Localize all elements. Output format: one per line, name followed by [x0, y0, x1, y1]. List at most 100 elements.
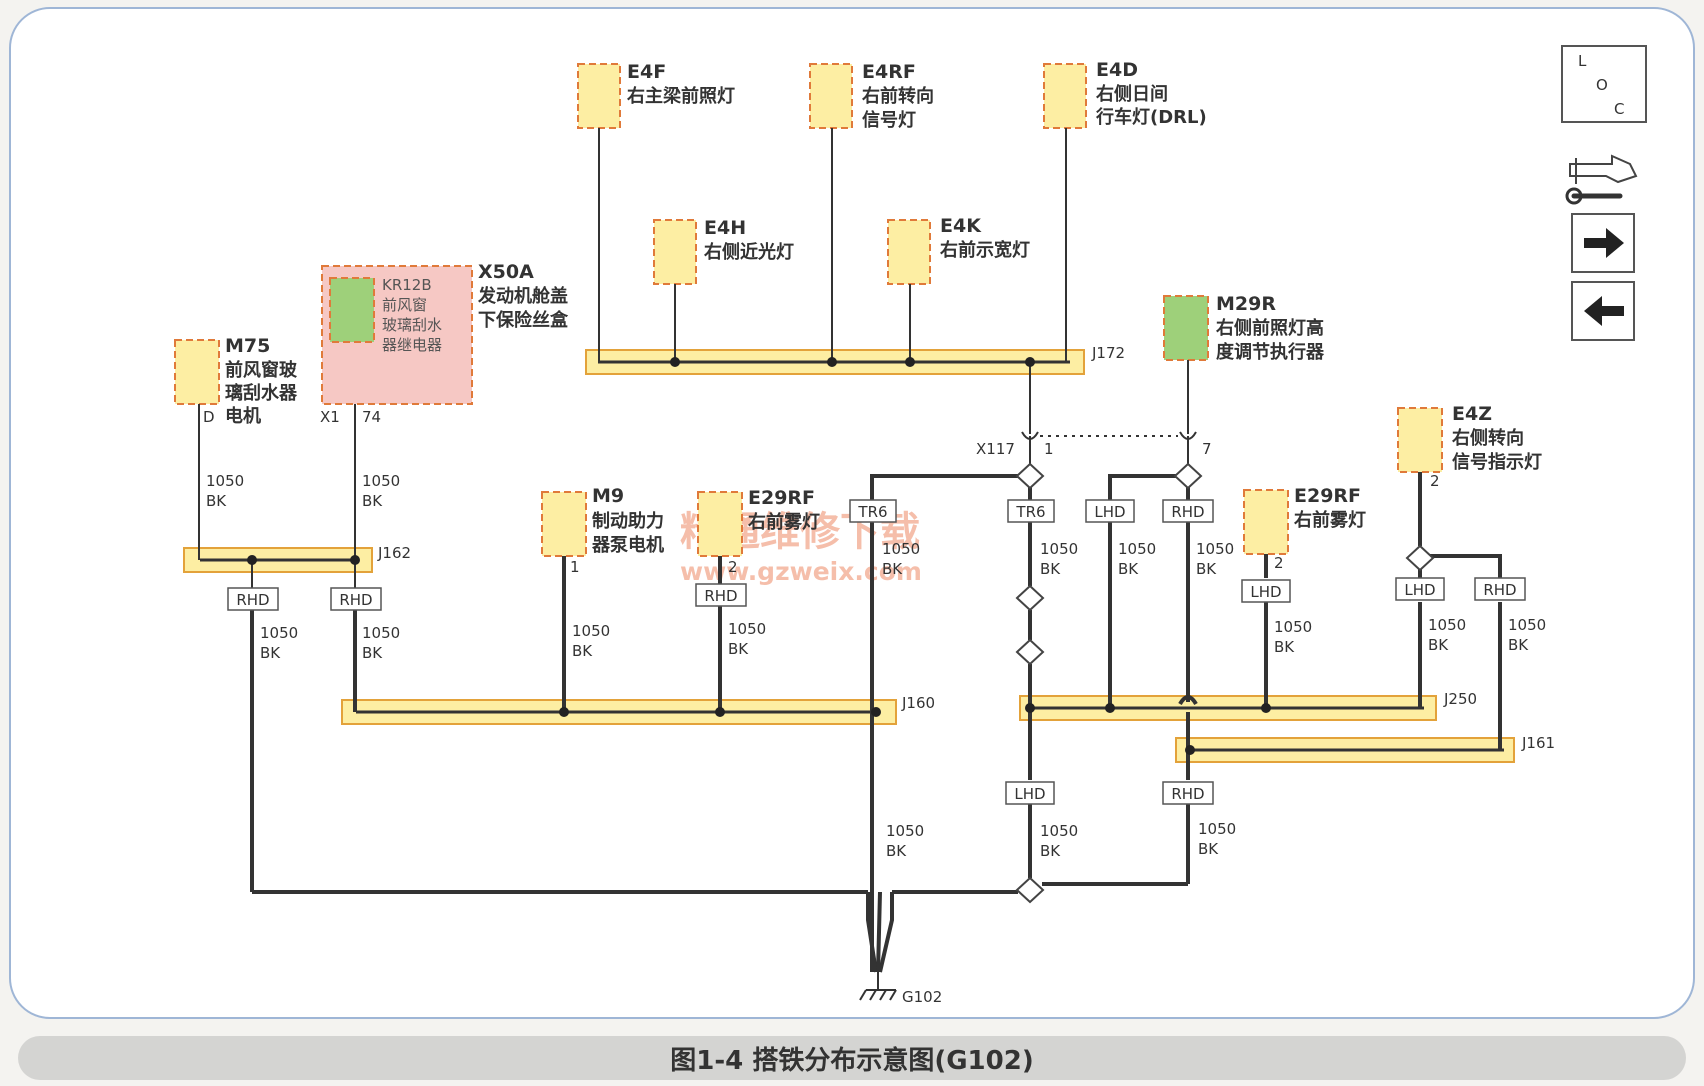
- svg-text:E4RF: E4RF: [862, 61, 916, 83]
- svg-text:BK: BK: [1274, 638, 1295, 656]
- splice-j161: J161: [1175, 734, 1555, 763]
- svg-text:信号灯: 信号灯: [862, 109, 916, 131]
- svg-text:BK: BK: [886, 842, 907, 860]
- tag-tr6-2: TR6: [1007, 499, 1055, 523]
- splice-j160: J160: [341, 694, 935, 725]
- component-e29rf-b: E29RF 右前雾灯 2: [1243, 485, 1366, 572]
- splice-j250: J250: [1019, 690, 1477, 721]
- figure-caption: 图1-4 搭铁分布示意图(G102): [670, 1046, 1034, 1076]
- svg-text:右侧日间: 右侧日间: [1096, 83, 1168, 105]
- component-e4k: E4K 右前示宽灯: [887, 215, 1030, 285]
- component-m29r: M29R 右侧前照灯高 度调节执行器: [1163, 293, 1325, 363]
- svg-text:右主梁前照灯: 右主梁前照灯: [627, 85, 735, 107]
- component-m9: M9 制动助力 器泵电机 1: [541, 485, 664, 576]
- svg-text:右前示宽灯: 右前示宽灯: [940, 239, 1030, 261]
- arrow-left-icon[interactable]: [1571, 281, 1635, 341]
- svg-text:1050: 1050: [728, 620, 766, 638]
- svg-text:制动助力: 制动助力: [592, 510, 664, 532]
- svg-text:BK: BK: [1508, 636, 1529, 654]
- svg-text:1050: 1050: [1040, 822, 1078, 840]
- svg-text:器泵电机: 器泵电机: [591, 534, 664, 556]
- svg-text:O: O: [1596, 76, 1608, 94]
- splice-dots: [247, 357, 1271, 755]
- svg-text:E29RF: E29RF: [1294, 485, 1361, 507]
- svg-text:74: 74: [362, 408, 381, 426]
- svg-text:M9: M9: [592, 485, 624, 507]
- svg-text:1050: 1050: [1198, 820, 1236, 838]
- ground-symbol-g102: [859, 972, 897, 1001]
- svg-text:1050: 1050: [362, 624, 400, 642]
- svg-text:度调节执行器: 度调节执行器: [1216, 341, 1325, 363]
- svg-text:E4F: E4F: [627, 61, 666, 83]
- arrow-right-icon[interactable]: [1571, 213, 1635, 273]
- svg-text:下保险丝盒: 下保险丝盒: [478, 309, 569, 331]
- svg-text:发动机舱盖: 发动机舱盖: [477, 285, 568, 307]
- component-e4rf: E4RF 右前转向 信号灯: [809, 61, 934, 131]
- svg-text:右前雾灯: 右前雾灯: [1294, 509, 1366, 531]
- component-e29rf-a: E29RF 右前雾灯 2: [697, 487, 820, 576]
- svg-text:玻璃刮水: 玻璃刮水: [382, 316, 442, 334]
- component-locator-icon[interactable]: [1569, 154, 1638, 184]
- svg-text:E4K: E4K: [940, 215, 982, 237]
- svg-text:LHD: LHD: [1014, 785, 1045, 803]
- svg-text:1050: 1050: [362, 472, 400, 490]
- svg-text:1050: 1050: [1196, 540, 1234, 558]
- svg-text:RHD: RHD: [704, 587, 737, 605]
- svg-text:BK: BK: [206, 492, 227, 510]
- svg-text:BK: BK: [1196, 560, 1217, 578]
- svg-text:RHD: RHD: [1171, 503, 1204, 521]
- loc-icon[interactable]: L O C: [1561, 45, 1647, 123]
- svg-text:TR6: TR6: [1015, 503, 1045, 521]
- option-tags: RHD RHD RHD TR6 TR6 LHD RHD LHD LHD RHD …: [227, 499, 1526, 805]
- svg-text:1050: 1050: [1040, 540, 1078, 558]
- svg-text:BK: BK: [1118, 560, 1139, 578]
- wrench-icon[interactable]: [1565, 187, 1623, 205]
- svg-text:电机: 电机: [225, 405, 261, 427]
- svg-text:1050: 1050: [1274, 618, 1312, 636]
- wiring: [198, 128, 1502, 973]
- svg-text:信号指示灯: 信号指示灯: [1452, 451, 1542, 473]
- svg-text:2: 2: [1274, 554, 1284, 572]
- tag-rhd-2: RHD: [330, 587, 382, 611]
- svg-text:E29RF: E29RF: [748, 487, 815, 509]
- svg-text:G102: G102: [902, 988, 942, 1006]
- component-e4h: E4H 右侧近光灯: [653, 217, 794, 285]
- svg-text:X1: X1: [320, 408, 340, 426]
- svg-text:右前雾灯: 右前雾灯: [748, 511, 820, 533]
- svg-text:BK: BK: [362, 644, 383, 662]
- svg-text:1050: 1050: [1118, 540, 1156, 558]
- tag-lhd-2: LHD: [1241, 579, 1291, 603]
- tag-rhd-5: RHD: [1474, 577, 1526, 601]
- svg-text:BK: BK: [728, 640, 749, 658]
- svg-text:M29R: M29R: [1216, 293, 1276, 315]
- svg-text:右前转向: 右前转向: [862, 85, 934, 107]
- svg-text:BK: BK: [1198, 840, 1219, 858]
- svg-text:前风窗玻: 前风窗玻: [225, 359, 298, 381]
- svg-text:右侧近光灯: 右侧近光灯: [704, 241, 794, 263]
- svg-text:1050: 1050: [260, 624, 298, 642]
- svg-text:L: L: [1578, 52, 1587, 70]
- tag-rhd-3: RHD: [695, 583, 747, 607]
- svg-text:LHD: LHD: [1404, 581, 1435, 599]
- svg-text:J172: J172: [1091, 344, 1125, 362]
- connector-labels: X117 1 7 G102: [902, 440, 1212, 1006]
- svg-text:RHD: RHD: [236, 591, 269, 609]
- caption-bar: [18, 1036, 1686, 1080]
- svg-text:RHD: RHD: [1483, 581, 1516, 599]
- svg-text:E4H: E4H: [704, 217, 746, 239]
- svg-text:1: 1: [570, 558, 580, 576]
- svg-text:E4D: E4D: [1096, 59, 1138, 81]
- svg-text:J160: J160: [901, 694, 935, 712]
- tag-lhd-3: LHD: [1395, 577, 1445, 601]
- svg-text:前风窗: 前风窗: [382, 296, 427, 314]
- svg-text:2: 2: [1430, 472, 1440, 490]
- svg-text:J161: J161: [1521, 734, 1555, 752]
- svg-text:璃刮水器: 璃刮水器: [225, 382, 298, 404]
- tag-tr6-1: TR6: [849, 499, 897, 523]
- svg-text:RHD: RHD: [339, 591, 372, 609]
- svg-text:BK: BK: [260, 644, 281, 662]
- svg-text:1050: 1050: [886, 822, 924, 840]
- svg-text:BK: BK: [572, 642, 593, 660]
- component-e4d: E4D 右侧日间 行车灯(DRL): [1043, 59, 1207, 129]
- component-x50a-fusebox: KR12B 前风窗 玻璃刮水 器继电器 X50A 发动机舱盖 下保险丝盒 X1 …: [320, 261, 569, 426]
